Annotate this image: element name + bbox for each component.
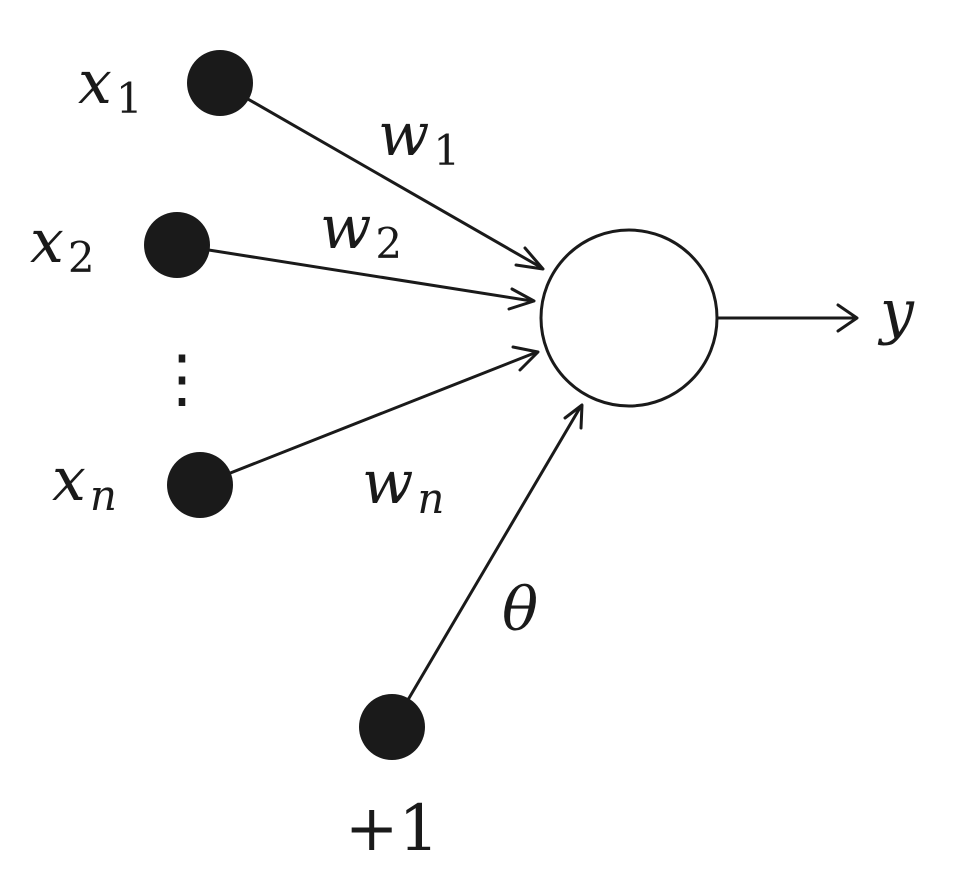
label-w1-symbol: w <box>378 100 429 170</box>
label-x1-symbol: x <box>78 48 112 118</box>
arrowhead-x2 <box>507 287 536 311</box>
label-bias-value: +1 <box>345 792 439 866</box>
label-w2-symbol: w <box>320 193 371 263</box>
label-x2: x2 <box>30 207 95 282</box>
edge-bias-neuron <box>390 405 583 728</box>
label-wn-symbol: w <box>362 448 413 518</box>
label-w2: w2 <box>320 193 402 268</box>
label-xn-index: n <box>90 471 117 520</box>
label-xn: xn <box>52 445 117 520</box>
arrowhead-xn <box>511 345 540 372</box>
label-xn-symbol: x <box>52 445 86 515</box>
edge-x1-neuron <box>219 81 543 270</box>
label-wn: wn <box>362 448 444 523</box>
input-node-xn <box>167 452 233 518</box>
label-w1-index: 1 <box>433 126 460 175</box>
input-node-x1 <box>187 50 253 116</box>
label-x1: x1 <box>78 48 143 123</box>
ellipsis-dots: ⋮ <box>150 342 214 416</box>
edge-xn-neuron <box>199 350 538 487</box>
input-node-x2 <box>144 212 210 278</box>
label-w2-index: 2 <box>375 219 402 268</box>
edge-x2-neuron <box>176 243 533 303</box>
label-w1: w1 <box>378 100 460 175</box>
label-x2-index: 2 <box>68 233 95 282</box>
arrowhead-bias <box>563 403 584 430</box>
bias-node <box>359 694 425 760</box>
label-x2-symbol: x <box>30 207 64 277</box>
label-x1-index: 1 <box>116 74 143 123</box>
neuron <box>539 228 719 408</box>
label-output-y: y <box>877 277 915 347</box>
arrowhead-output <box>836 303 859 333</box>
label-theta: θ <box>502 575 538 645</box>
label-wn-index: n <box>417 474 444 523</box>
arrowhead-x1 <box>514 246 545 271</box>
